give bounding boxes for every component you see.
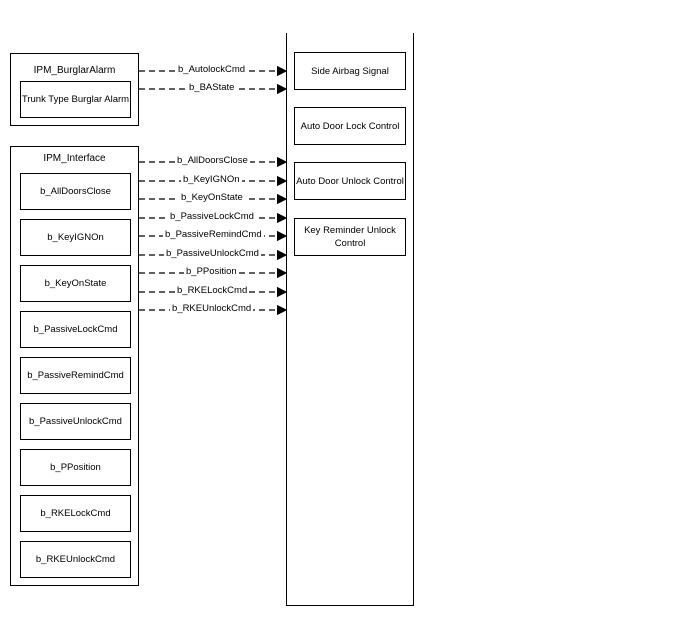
interface-item[interactable]: b_PPosition xyxy=(20,449,131,486)
interface-item[interactable]: b_RKELockCmd xyxy=(20,495,131,532)
signal-label-alldoorsclose: b_AllDoorsClose xyxy=(175,155,250,166)
burglar-alarm-item[interactable]: Trunk Type Burglar Alarm xyxy=(20,81,131,118)
signal-label-autolockcmd: b_AutolockCmd xyxy=(176,64,248,75)
signal-label-rkelockcmd: b_RKELockCmd xyxy=(175,285,250,296)
interface-item[interactable]: b_PassiveLockCmd xyxy=(20,311,131,348)
interface-item[interactable]: b_KeyOnState xyxy=(20,265,131,302)
interface-item[interactable]: b_PassiveUnlockCmd xyxy=(20,403,131,440)
signal-label-bastate: b_BAState xyxy=(187,82,237,93)
signal-label-keyignon: b_KeyIGNOn xyxy=(181,174,242,185)
interface-block[interactable]: IPM_Interface b_AllDoorsClose b_KeyIGNOn… xyxy=(10,146,139,586)
target-item-side-airbag[interactable]: Side Airbag Signal xyxy=(294,52,406,90)
burglar-alarm-title: IPM_BurglarAlarm xyxy=(33,65,116,76)
interface-item[interactable]: b_AllDoorsClose xyxy=(20,173,131,210)
signal-label-passiveunlockcmd: b_PassiveUnlockCmd xyxy=(164,248,261,259)
target-block[interactable]: Side Airbag Signal Auto Door Lock Contro… xyxy=(286,33,414,606)
interface-item[interactable]: b_RKEUnlockCmd xyxy=(20,541,131,578)
burglar-alarm-block[interactable]: IPM_BurglarAlarm Trunk Type Burglar Alar… xyxy=(10,53,139,126)
interface-item[interactable]: b_PassiveRemindCmd xyxy=(20,357,131,394)
signal-label-pposition: b_PPosition xyxy=(184,266,239,277)
target-item-auto-door-lock[interactable]: Auto Door Lock Control xyxy=(294,107,406,145)
signal-label-passiveremindcmd: b_PassiveRemindCmd xyxy=(163,229,264,240)
signal-label-rkeunlockcmd: b_RKEUnlockCmd xyxy=(170,303,254,314)
signal-label-keyonstate: b_KeyOnState xyxy=(179,192,245,203)
interface-item[interactable]: b_KeyIGNOn xyxy=(20,219,131,256)
interface-title: IPM_Interface xyxy=(43,153,106,164)
target-item-auto-door-unlock[interactable]: Auto Door Unlock Control xyxy=(294,162,406,200)
target-item-key-reminder-unlock[interactable]: Key Reminder Unlock Control xyxy=(294,218,406,256)
signal-label-passivelockcmd: b_PassiveLockCmd xyxy=(168,211,256,222)
